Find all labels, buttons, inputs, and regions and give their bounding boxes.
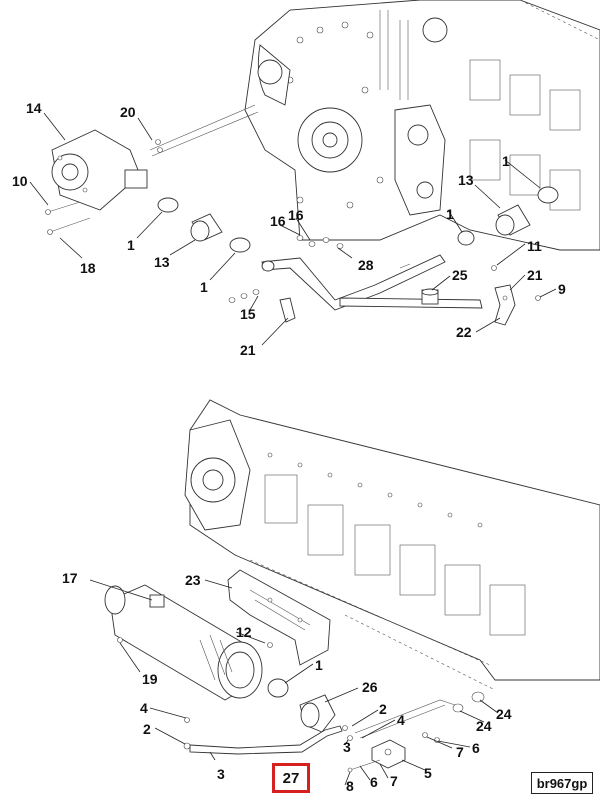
bottom-callouts: 17 23 12 19 1 26 4 2 2 4 3 24 24 7 6 3 8… [62,570,512,794]
figure-code: br967gp [536,775,588,791]
part-fitting-5 [342,725,440,773]
callout-21: 21 [527,267,543,283]
part-small-bolts [155,139,541,301]
callout-5: 5 [424,765,432,781]
callout-18: 18 [80,260,96,276]
callout-15: 15 [240,306,256,322]
part-tube-4 [354,699,456,739]
callout-21: 21 [240,342,256,358]
highlighted-callout-label: 27 [282,769,300,787]
callout-1: 1 [200,279,208,295]
part-rings-24 [452,691,485,713]
part-clamps-1 [157,186,559,253]
callout-12: 12 [236,624,252,640]
callout-1: 1 [502,153,510,169]
top-rod [149,104,259,157]
top-callouts: 14 20 10 18 1 13 1 16 16 28 1 13 1 11 25… [12,100,566,358]
callout-1: 1 [446,206,454,222]
highlighted-callout-27[interactable]: 27 [272,763,310,793]
callout-23: 23 [185,572,201,588]
part-bracket-22 [279,284,516,326]
part-cylinder-17 [104,584,263,701]
callout-16: 16 [270,213,286,229]
callout-6: 6 [370,774,378,790]
part-14-housing [51,129,148,211]
part-hoses-13 [190,204,531,242]
part-bolts-10-18 [45,201,91,235]
figure-code-box: br967gp [531,772,593,794]
callout-20: 20 [120,104,136,120]
callout-2: 2 [143,721,151,737]
leader-lines [29,112,557,786]
callout-7: 7 [456,744,464,760]
callout-19: 19 [142,671,158,687]
part-hose-3 [183,717,343,755]
part-bolts-12-19 [117,637,273,648]
callout-26: 26 [362,679,378,695]
callout-13: 13 [458,172,474,188]
part-clamp-1-bottom [267,678,289,698]
callout-6: 6 [472,740,480,756]
callout-24: 24 [496,706,512,722]
callout-3: 3 [217,766,225,782]
part-spacer-25 [421,288,439,305]
callout-28: 28 [358,257,374,273]
callout-1: 1 [127,237,135,253]
callout-17: 17 [62,570,78,586]
part-elbow-26 [299,694,336,733]
callout-25: 25 [452,267,468,283]
callout-13: 13 [154,254,170,270]
callout-16: 16 [288,207,304,223]
callout-1: 1 [315,657,323,673]
part-bracket-23 [227,569,331,666]
callout-3: 3 [343,739,351,755]
part-orings [228,235,344,303]
callout-4: 4 [397,712,405,728]
callout-10: 10 [12,173,28,189]
callout-9: 9 [558,281,566,297]
bottom-engine-block [184,399,600,691]
top-engine-block [244,0,600,251]
callout-24: 24 [476,718,492,734]
callout-22: 22 [456,324,472,340]
callout-8: 8 [346,778,354,794]
callout-2: 2 [379,701,387,717]
callout-4: 4 [140,700,148,716]
callout-14: 14 [26,100,42,116]
callout-7: 7 [390,773,398,789]
callout-11: 11 [527,238,542,254]
